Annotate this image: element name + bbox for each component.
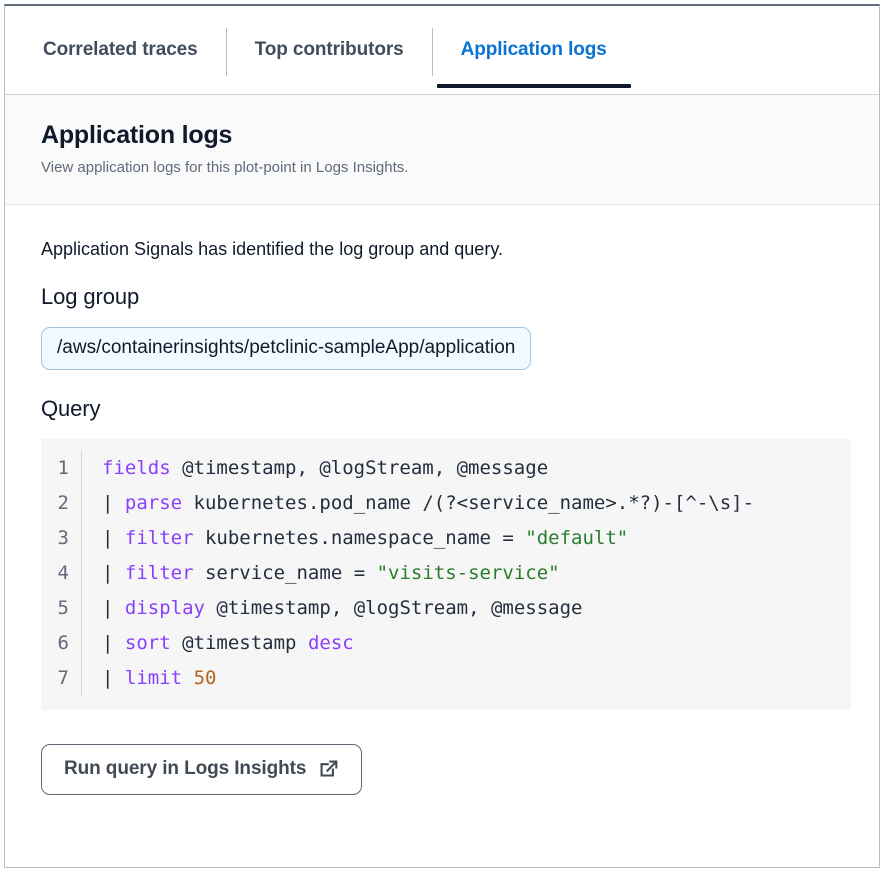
code-line: 1 fields @timestamp, @logStream, @messag… <box>41 451 851 486</box>
tab-label: Top contributors <box>254 39 404 60</box>
code-content: fields @timestamp, @logStream, @message <box>81 451 851 486</box>
code-keyword-secondary: desc <box>307 632 354 654</box>
code-rest: @timestamp, @logStream, @message <box>204 597 583 619</box>
code-rest: @timestamp, @logStream, @message <box>170 457 549 479</box>
code-string: "visits-service" <box>376 562 560 584</box>
log-group-value[interactable]: /aws/containerinsights/petclinic-sampleA… <box>41 327 532 370</box>
panel-body: Application Signals has identified the l… <box>5 205 879 795</box>
code-keyword: limit <box>124 667 183 689</box>
code-keyword: sort <box>124 632 171 654</box>
code-rest: kubernetes.namespace_name = <box>193 527 526 549</box>
line-number: 3 <box>57 527 69 549</box>
query-code-block[interactable]: 1 fields @timestamp, @logStream, @messag… <box>41 439 851 710</box>
code-pipe: | <box>102 492 114 514</box>
code-content: | display @timestamp, @logStream, @messa… <box>81 591 851 626</box>
code-content: | parse kubernetes.pod_name /(?<service_… <box>81 486 851 521</box>
code-content: | sort @timestamp desc <box>81 626 851 661</box>
code-rest: service_name = <box>193 562 377 584</box>
code-line: 2 | parse kubernetes.pod_name /(?<servic… <box>41 486 851 521</box>
code-pipe: | <box>102 632 114 654</box>
code-line: 4 | filter service_name = "visits-servic… <box>41 556 851 591</box>
query-label: Query <box>41 396 101 421</box>
run-query-button[interactable]: Run query in Logs Insights <box>41 744 363 795</box>
section-header: Application logs View application logs f… <box>5 95 879 205</box>
tab-top-contributors[interactable]: Top contributors <box>227 6 432 94</box>
code-line: 5 | display @timestamp, @logStream, @mes… <box>41 591 851 626</box>
code-pipe: | <box>102 667 114 689</box>
application-logs-panel: Correlated traces Top contributors Appli… <box>4 4 880 868</box>
page-description: View application logs for this plot-poin… <box>41 159 409 176</box>
tab-label: Application logs <box>460 39 607 60</box>
code-line: 7 | limit 50 <box>41 661 851 696</box>
intro-text: Application Signals has identified the l… <box>41 239 503 259</box>
code-keyword: filter <box>124 562 194 584</box>
code-pipe: | <box>102 597 114 619</box>
code-line: 3 | filter kubernetes.namespace_name = "… <box>41 521 851 556</box>
log-group-label: Log group <box>41 284 140 309</box>
code-content: | limit 50 <box>81 661 851 696</box>
tab-divider <box>225 28 227 76</box>
tab-application-logs[interactable]: Application logs <box>433 6 635 94</box>
page-title: Application logs <box>41 121 233 149</box>
tab-bar: Correlated traces Top contributors Appli… <box>5 6 879 95</box>
line-number: 4 <box>57 562 69 584</box>
tab-divider <box>431 28 433 76</box>
tab-label: Correlated traces <box>43 39 198 60</box>
code-pipe: | <box>102 527 114 549</box>
line-number: 2 <box>57 492 69 514</box>
line-number: 5 <box>57 597 69 619</box>
code-keyword: parse <box>124 492 183 514</box>
code-keyword: filter <box>124 527 194 549</box>
code-line: 6 | sort @timestamp desc <box>41 626 851 661</box>
code-keyword: fields <box>102 457 171 479</box>
code-pipe: | <box>102 562 114 584</box>
line-number: 7 <box>57 667 69 689</box>
code-keyword: display <box>124 597 205 619</box>
code-content: | filter service_name = "visits-service" <box>81 556 851 591</box>
line-number: 6 <box>57 632 69 654</box>
line-number: 1 <box>57 457 69 479</box>
tab-list: Correlated traces Top contributors Appli… <box>5 6 879 94</box>
tab-correlated-traces[interactable]: Correlated traces <box>15 6 226 94</box>
code-content: | filter kubernetes.namespace_name = "de… <box>81 521 851 556</box>
code-rest <box>182 667 193 689</box>
run-query-label: Run query in Logs Insights <box>64 758 307 779</box>
code-number: 50 <box>193 667 217 689</box>
external-link-icon <box>319 759 339 779</box>
code-string: "default" <box>525 527 629 549</box>
code-rest: @timestamp <box>170 632 308 654</box>
code-rest: kubernetes.pod_name /(?<service_name>.*?… <box>182 492 755 514</box>
